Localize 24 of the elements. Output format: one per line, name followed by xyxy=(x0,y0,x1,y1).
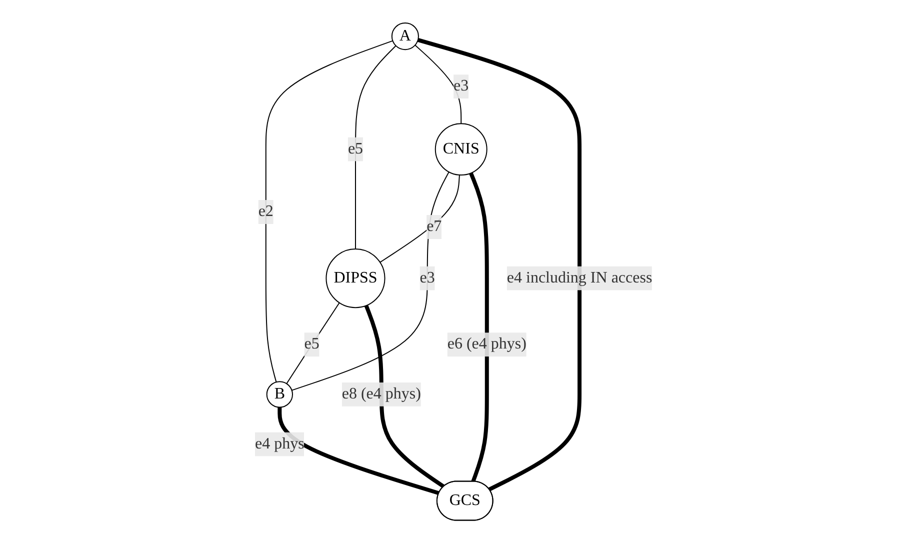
edge-label: e4 phys xyxy=(255,435,305,452)
connector xyxy=(266,40,394,382)
node-circle: B xyxy=(266,380,294,408)
edge-label: e5 xyxy=(304,335,320,352)
node-circle: CNIS xyxy=(435,122,488,176)
edge-label: e6 (e4 phys) xyxy=(448,335,527,352)
node-circle: DIPSS xyxy=(326,248,386,308)
edge-label: e3 xyxy=(420,269,436,286)
edge-label: e8 (e4 phys) xyxy=(342,385,422,402)
node-circle: A xyxy=(392,22,420,50)
edge-label: e4 including IN access xyxy=(507,269,653,286)
connector xyxy=(380,174,460,263)
connector xyxy=(278,407,440,496)
connector xyxy=(292,171,450,391)
connector xyxy=(469,172,490,482)
connector xyxy=(414,44,462,124)
edge-label: e3 xyxy=(454,77,470,94)
edge-label: e7 xyxy=(426,218,442,235)
edge-label: e5 xyxy=(348,140,364,158)
connector xyxy=(286,302,340,384)
connector xyxy=(364,304,446,488)
connector xyxy=(355,45,397,250)
connector xyxy=(418,38,582,492)
edge-label: e2 xyxy=(258,202,274,220)
